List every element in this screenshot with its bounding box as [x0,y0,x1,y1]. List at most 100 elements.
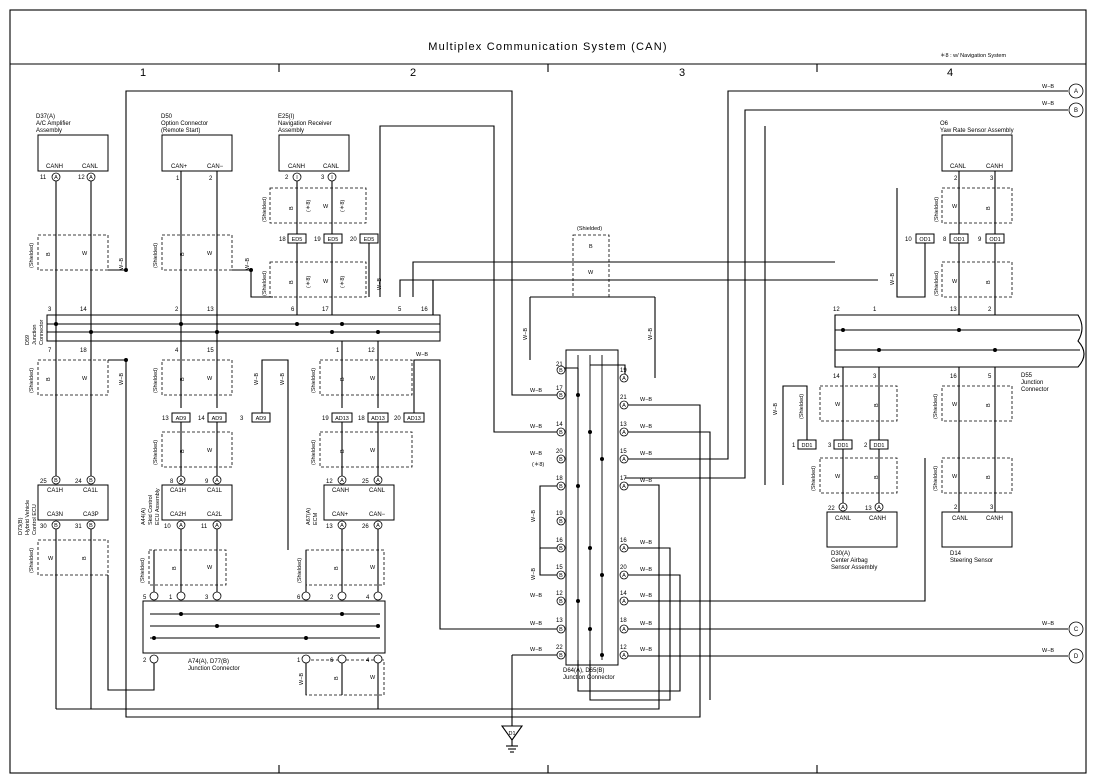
wire-color-w: W [207,565,213,571]
shielded-label: (Shielded) [311,440,317,465]
a44-pin-label-ca2l: CA2L [207,512,223,518]
svg-text:B: B [559,457,563,463]
shielded-label: (Shielded) [933,394,939,419]
shielded-label: (Shielded) [799,394,805,419]
wire-color-b: B [46,252,52,256]
wb-label: W−B [416,352,428,358]
ad9-connector-label: AD9 [176,416,187,422]
wb-label: W−B [377,278,383,290]
wire-color-star8: (＊8) [305,276,312,288]
shielded-label: (Shielded) [262,271,268,296]
shielded-label: (Shielded) [933,466,939,491]
shielded-label: (Shielded) [153,368,159,393]
yaw-rate-sensor-assembly: O6 Yaw Rate Sensor Assembly CANL CANH 2 … [940,121,1014,182]
svg-text:10: 10 [905,237,912,243]
d59-id: D59 [25,335,31,345]
offpage-ref-c: C [1074,627,1079,633]
svg-text:B: B [559,573,563,579]
d37-pin-num-11: 11 [40,175,47,181]
zone-1-label: 1 [140,67,146,79]
navigation-receiver-assembly: E25(I) Navigation Receiver Assembly CANH… [278,114,350,182]
svg-text:25: 25 [362,479,369,485]
d73-pin-conn: B [89,523,93,529]
svg-text:3: 3 [828,443,832,449]
d64-name: Junction Connector [563,675,615,681]
wire-color-b: B [874,403,880,407]
ed5-connector-label: ED5 [364,237,375,243]
wire-color-w: W [370,376,376,382]
wire-color-b: B [289,280,295,284]
d14-name: Steering Sensor [950,558,993,564]
wire-color-w: W [48,556,54,562]
svg-text:20: 20 [394,416,401,422]
o6-pin-label-canh: CANH [986,164,1003,170]
shielded-label: (Shielded) [153,243,159,268]
wire-color-w: W [952,402,958,408]
a67-pin-conn: A [376,478,380,484]
wb-label: W−B [640,647,652,653]
dd1-connector-label: DD1 [837,443,848,449]
d30-pin-conn: A [841,505,845,511]
o6-pin-num-3: 3 [990,176,994,182]
hybrid-vehicle-control-ecu: D73(B) Hybrid Vehicle Control ECU 25 B 2… [18,475,109,535]
d73-pin-conn: B [89,478,93,484]
a44-name-2: ECU Assembly [155,488,161,525]
wb-label: W−B [530,647,542,653]
wire-color-w: W [370,448,376,454]
offpage-ref-a: A [1074,89,1078,95]
od1-connector-label: OD1 [989,237,1000,243]
svg-text:B: B [559,546,563,552]
svg-text:20: 20 [620,565,627,571]
d73-pin-conn: B [54,478,58,484]
d55-name-1: Junction [1021,380,1043,386]
svg-text:B: B [559,519,563,525]
svg-text:3: 3 [48,307,52,313]
svg-text:21: 21 [556,362,563,368]
svg-text:1: 1 [792,443,796,449]
svg-text:A: A [622,653,626,659]
inline-connectors-ad9: 13 AD9 14 AD9 3 AD9 [162,412,271,423]
a67-pin-label-canl: CANL [369,488,386,494]
shielded-label: (Shielded) [297,558,303,583]
e25-name-1: Navigation Receiver [278,121,332,127]
wb-label: W−B [119,373,125,385]
d1-id: D1 [508,731,515,737]
d30-name-1: Center Airbag [831,558,868,564]
svg-text:B: B [559,599,563,605]
svg-text:B: B [559,484,563,490]
svg-text:30: 30 [40,524,47,530]
e25-pin-num-3: 3 [321,175,325,181]
frame [9,9,1087,774]
svg-text:12: 12 [620,645,627,651]
wire-color-w: W [207,376,213,382]
a74-name: Junction Connector [188,666,240,672]
wire-color-b: B [82,556,88,560]
shielded-pairs-upper: (Shielded) (Shielded) (Shielded) (Shield… [29,187,1013,298]
svg-text:13: 13 [207,307,214,313]
svg-text:18: 18 [556,476,563,482]
svg-text:A: A [622,627,626,633]
wb-label: W−B [890,273,896,285]
wire-color-w: W [207,251,213,257]
a67-pin-conn: A [340,478,344,484]
svg-text:14: 14 [833,374,840,380]
ad9-connector-label: AD9 [212,416,223,422]
wb-label: W−B [640,593,652,599]
wb-label: W−B [773,403,779,415]
shielded-label: (Shielded) [153,440,159,465]
svg-text:22: 22 [556,645,563,651]
a67-pin-conn: A [376,523,380,529]
svg-text:9: 9 [978,237,982,243]
a44-pin-conn: A [215,523,219,529]
a44-id: A44(A) [141,508,147,525]
wire-color-b: B [986,280,992,284]
d37-name-1: A/C Amplifier [36,121,71,127]
d73-id: D73(B) [18,517,24,535]
svg-text:B: B [559,368,563,374]
shielded-label: (Shielded) [29,548,35,573]
svg-text:4: 4 [175,348,179,354]
svg-text:7: 7 [48,348,52,354]
svg-text:16: 16 [620,538,627,544]
